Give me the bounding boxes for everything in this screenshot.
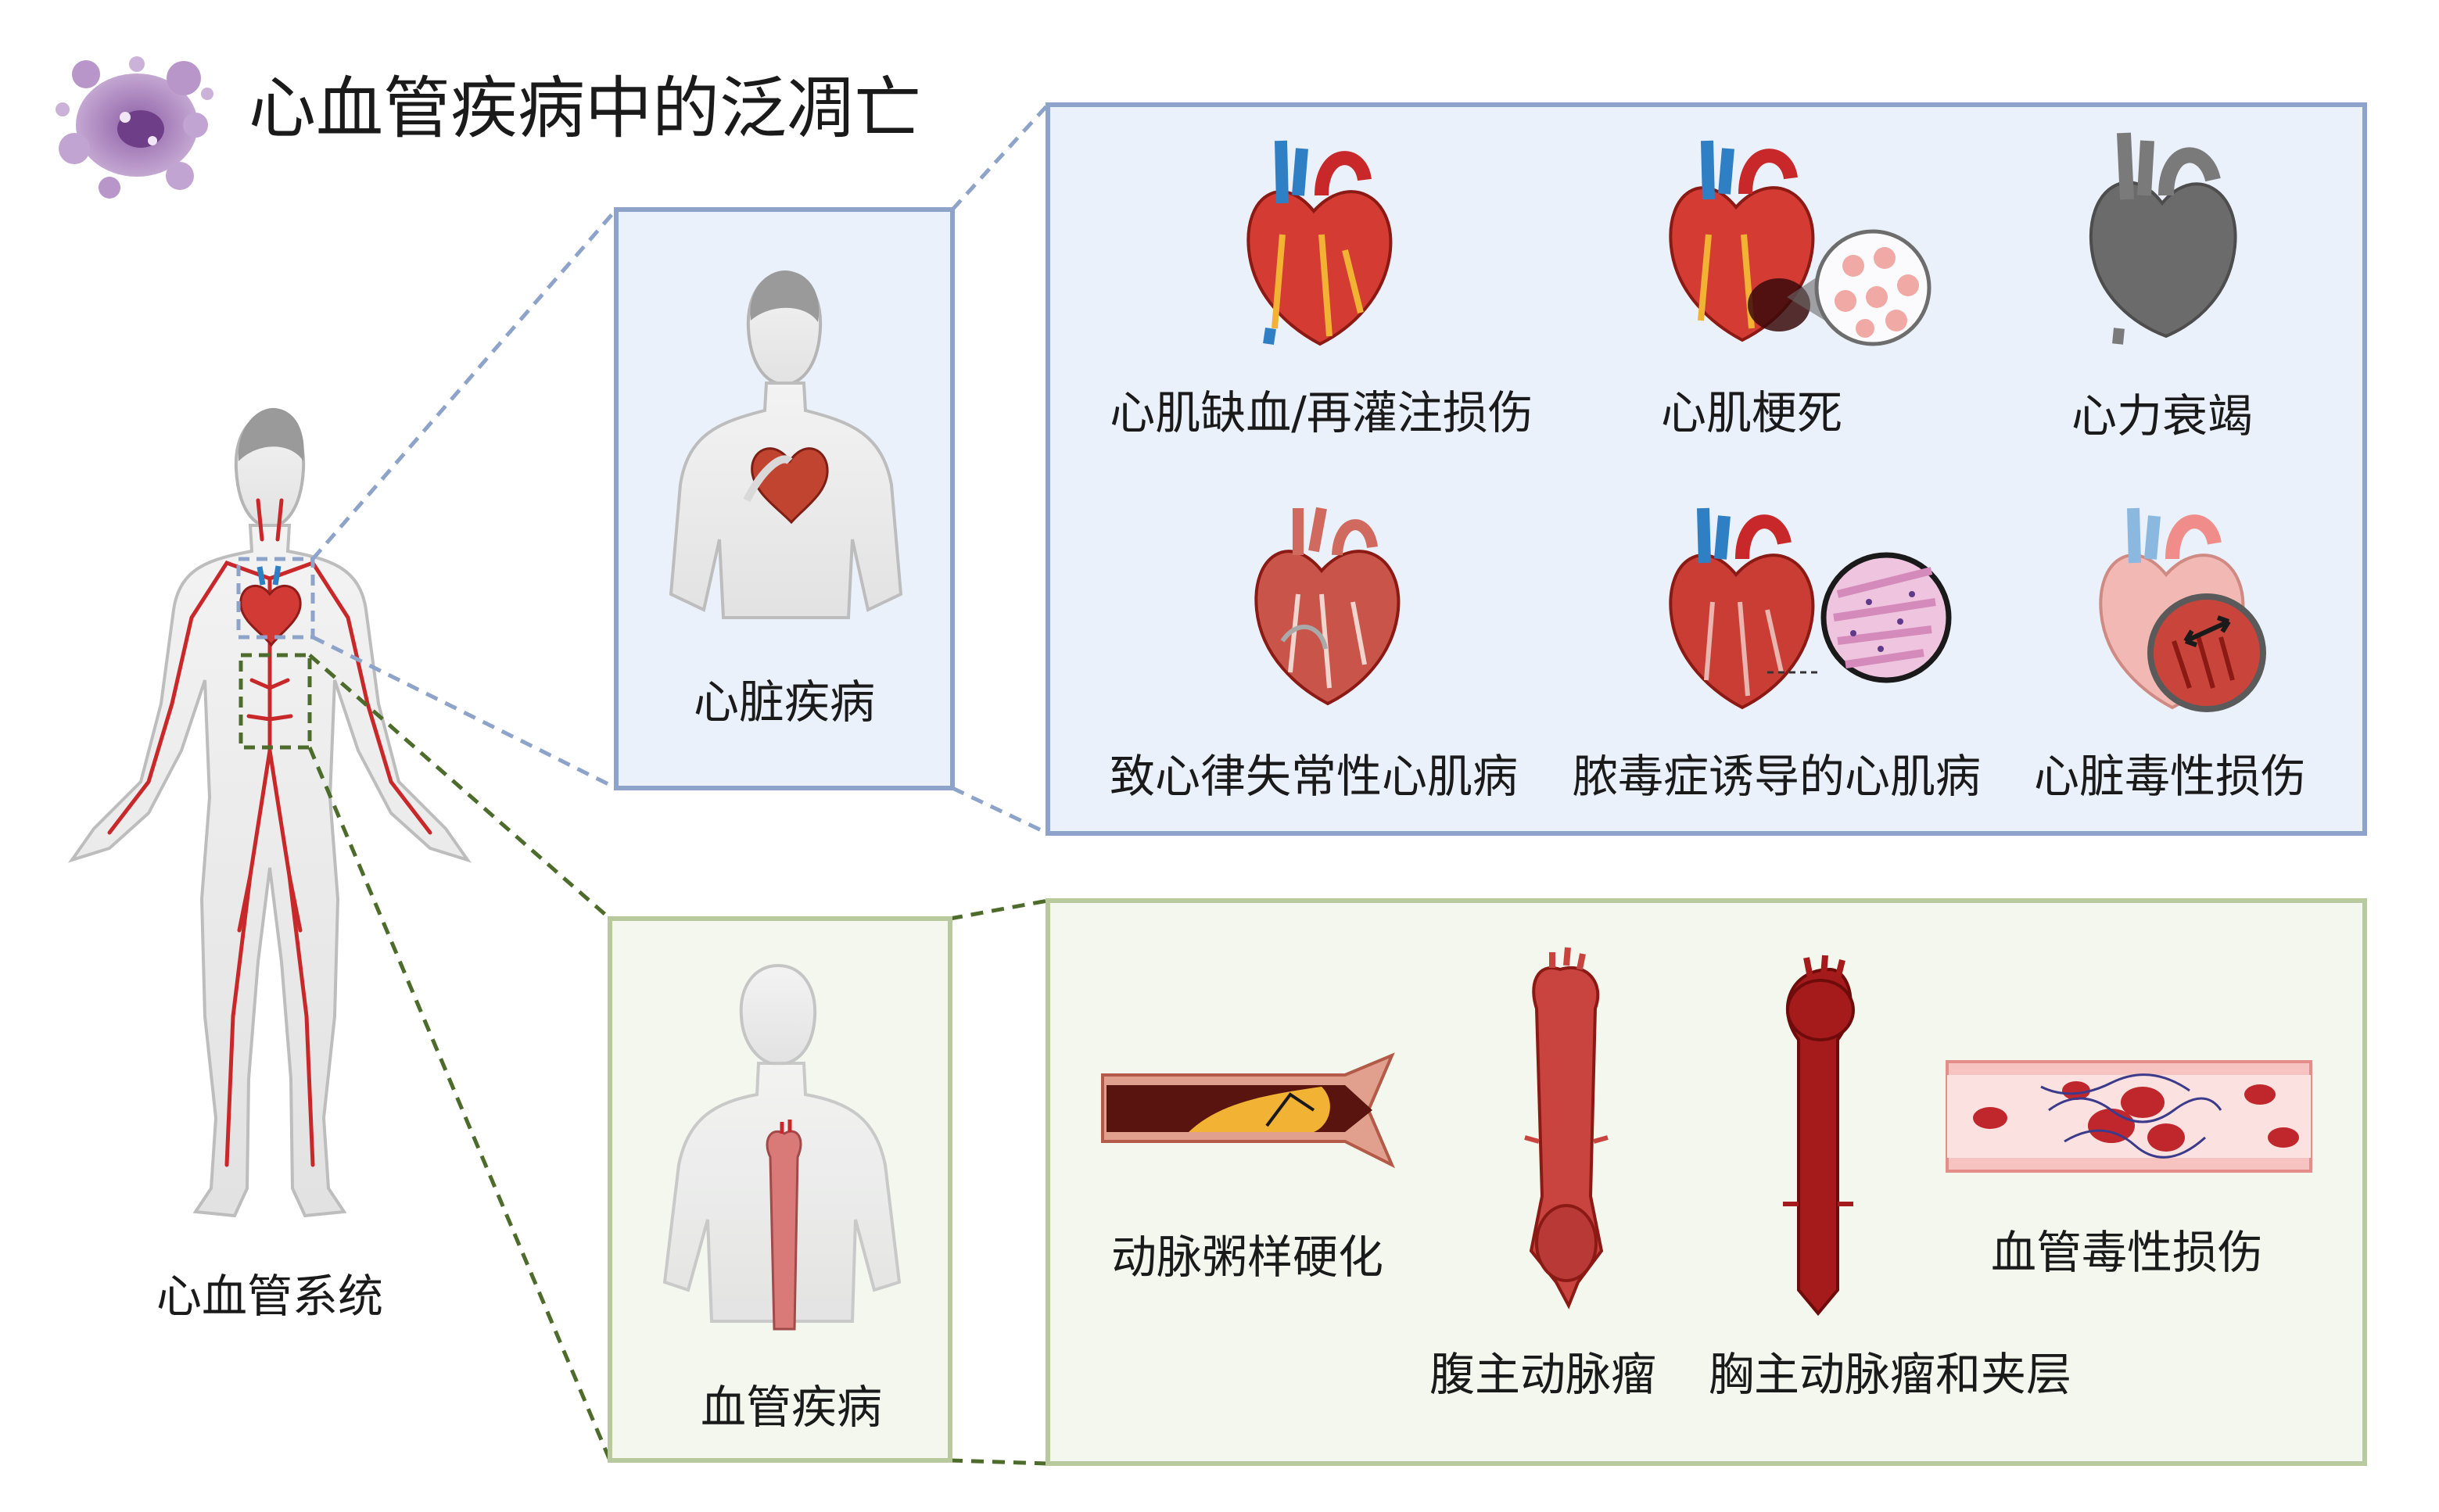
thoracic-aortic-aneurysm-icon (1783, 955, 1855, 1317)
cardiotoxic-injury-heart-icon (2099, 507, 2266, 712)
vessel-item-4-label: 血管毒性损伤 (1991, 1226, 2263, 1279)
heart-highlight-box (236, 557, 315, 640)
heart-diseases-detail-panel: 心肌缺血/再灌注损伤 心肌梗死 (1046, 102, 2367, 836)
heart-item-4-label: 致心律失常性心肌病 (1110, 750, 1518, 803)
zoom-ring-icon (2147, 593, 2266, 712)
cell-magnifier-icon (1814, 229, 1931, 346)
heart-disease-panel: 心脏疾病 (614, 207, 955, 790)
heart-item-1-label: 心肌缺血/再灌注损伤 (1110, 386, 1533, 439)
vessel-diseases-detail-panel: 动脉粥样硬化 腹主动脉瘤 胸主动脉瘤和夹层 (1046, 898, 2367, 1466)
abdominal-aortic-aneurysm-icon (1524, 947, 1609, 1310)
myocardial-infarction-heart-icon (1669, 140, 1931, 346)
vessel-item-1-label: 动脉粥样硬化 (1111, 1231, 1383, 1284)
system-label: 心血管系统 (156, 1270, 383, 1323)
title-area: 心血管疾病中的泛凋亡 (56, 56, 921, 199)
ischemia-reperfusion-heart-icon (1246, 140, 1393, 346)
atherosclerosis-vessel-icon (1101, 1052, 1395, 1169)
body-figure: 心血管系统 (67, 407, 472, 1323)
tissue-magnifier-icon (1820, 552, 1952, 683)
vessel-item-3-label: 胸主动脉瘤和夹层 (1709, 1348, 2071, 1401)
pyroptotic-cell-icon (56, 56, 213, 199)
heart-item-5-label: 脓毒症诱导的心肌病 (1573, 750, 1981, 803)
heart-failure-icon (2089, 132, 2237, 345)
vessel-item-2-label: 腹主动脉瘤 (1429, 1348, 1656, 1401)
heart-item-6-label: 心脏毒性损伤 (2034, 750, 2306, 803)
connector-lines (307, 103, 1049, 1466)
vessel-highlight-box (239, 653, 312, 750)
arrhythmogenic-cardiomyopathy-heart-icon (1254, 507, 1401, 706)
heart-item-2-label: 心肌梗死 (1661, 386, 1842, 439)
torso-figure (669, 270, 903, 619)
vessel-panel-label: 血管疾病 (701, 1381, 882, 1434)
heart-item-3-label: 心力衰竭 (2071, 389, 2253, 442)
vascular-toxic-injury-icon (1946, 1060, 2312, 1173)
body-heart-icon (239, 565, 302, 647)
vessel-disease-panel: 血管疾病 (608, 916, 952, 1463)
heart-panel-label: 心脏疾病 (694, 675, 875, 729)
sepsis-cardiomyopathy-heart-icon (1669, 507, 1952, 710)
torso-aorta-icon (766, 1120, 802, 1331)
figure-title: 心血管疾病中的泛凋亡 (249, 70, 921, 148)
torso-profile-figure (662, 963, 902, 1331)
